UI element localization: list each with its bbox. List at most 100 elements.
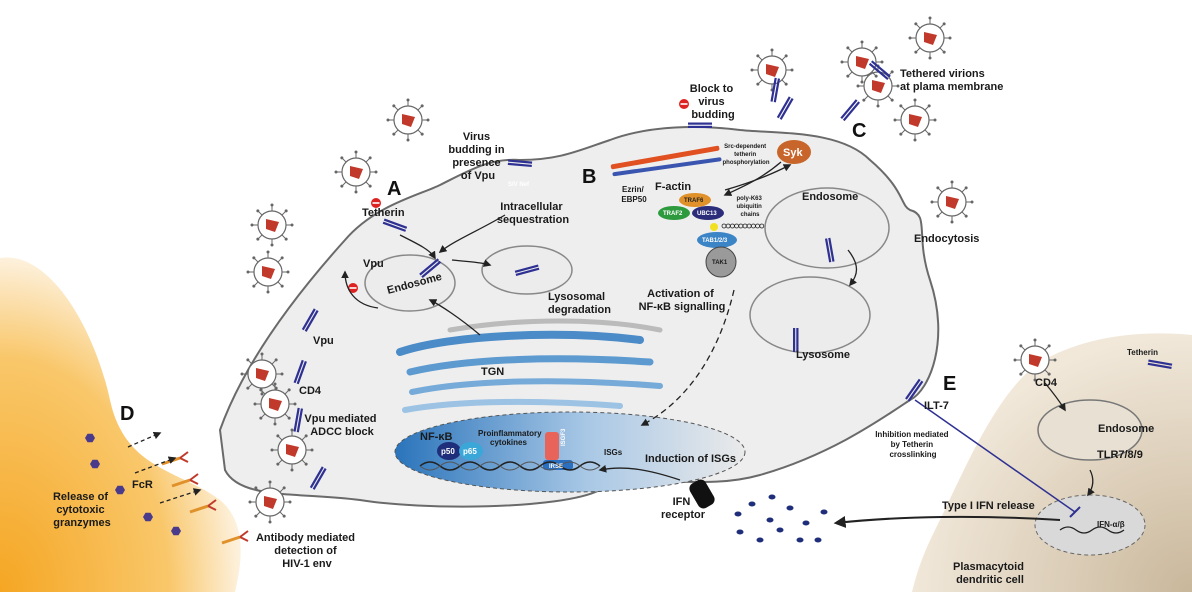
p65-node [459, 442, 483, 460]
lysosomal-vesicle [481, 245, 573, 295]
label-tethered-virions: Tethered virions at plama membrane [900, 68, 1003, 93]
label-type1-ifn: Type I IFN release [942, 500, 1035, 512]
label-tetherin-a: Tetherin [362, 207, 405, 219]
block-icon-a [348, 283, 358, 293]
tetherin-dimer [514, 264, 540, 277]
label-block-budding: Block to virus budding [690, 83, 736, 121]
panel-d: D [120, 403, 134, 425]
granzymes [85, 433, 181, 536]
tetherin-dimer [507, 159, 533, 168]
virion [750, 48, 794, 92]
lysosome [749, 276, 871, 354]
label-tetherin-pdc: Tetherin [1127, 348, 1158, 357]
label-ilt7: ILT-7 [924, 400, 949, 412]
tetherin-dimer [1147, 359, 1173, 370]
virion [250, 203, 294, 247]
label-tgn: TGN [481, 366, 504, 378]
label-vpu-adcc: Vpu mediated ADCC block [304, 413, 379, 438]
virion [246, 250, 290, 294]
virion [930, 180, 974, 224]
isgf3-node [545, 432, 559, 460]
label-vpu-a: Vpu [363, 258, 384, 270]
arrows [127, 161, 1095, 528]
label-src-dependent: Src-dependent tetherin phosphorylation [723, 144, 770, 166]
tetherin-dimer [905, 378, 924, 402]
tgn-stacks [396, 318, 663, 413]
endosome-pdc [1037, 399, 1143, 461]
traf6-node [679, 193, 711, 207]
virion [908, 16, 952, 60]
label-p65: p65 [463, 447, 477, 456]
label-activation-nfkb: Activation of NF-κB signalling [639, 288, 726, 313]
label-antibody-detection: Antibody mediated detection of HIV-1 env [256, 532, 358, 570]
label-intracellular-sequestration: Intracellular sequestration [497, 201, 569, 226]
virion [270, 428, 314, 472]
virion [253, 382, 297, 426]
label-proinflammatory: Proinflammatory cytokines [478, 429, 544, 447]
tak1-node [705, 246, 737, 278]
tetherin-dimer [309, 466, 327, 490]
label-fcr: FcR [132, 479, 153, 491]
f-actin-bar [612, 157, 722, 177]
panel-c: C [852, 120, 866, 142]
infected-cell-membrane [218, 126, 940, 508]
label-nfkb: NF-κB [420, 431, 452, 443]
ezrin-bar [610, 145, 720, 170]
tetherin-dimer [868, 60, 891, 81]
effector-cell [0, 257, 241, 592]
virion [893, 98, 937, 142]
virion [856, 64, 900, 108]
ubiquitin-chain [721, 223, 765, 229]
ubc13-node [692, 206, 724, 220]
ifn-receptor [689, 479, 715, 509]
label-ifn-receptor: IFN receptor [661, 496, 706, 521]
p50-node [437, 442, 461, 460]
label-ubc13: UBC13 [697, 211, 717, 217]
block-icon-c [371, 198, 381, 208]
tetherin-dimer [419, 258, 442, 279]
label-syk: Syk [783, 147, 803, 159]
tetherin-dimer [301, 308, 319, 332]
label-pdc: Plasmacytoid dendritic cell [953, 561, 1027, 586]
tetherin-dimer [824, 237, 835, 263]
panel-e: E [943, 373, 956, 395]
nucleus [394, 411, 746, 493]
pdc-dna [1059, 526, 1125, 534]
virion [334, 150, 378, 194]
label-tlr: TLR7/8/9 [1097, 449, 1143, 461]
fc-receptors [161, 451, 249, 545]
label-tab123: TAB1/2/3 [702, 238, 728, 244]
label-traf6: TRAF6 [684, 198, 704, 204]
panel-a: A [387, 178, 401, 200]
label-siv-nef: SIV Nef [508, 182, 530, 188]
dna-helix [419, 461, 601, 471]
label-endosome-pdc: Endosome [1098, 423, 1154, 435]
tetherin-dimer [293, 407, 304, 433]
label-ifn-ab: IFN-α/β [1097, 520, 1125, 529]
tetherin-dimer [293, 359, 307, 385]
label-release-granzymes: Release of cytotoxic granzymes [53, 491, 111, 529]
ifn-molecules [734, 494, 828, 543]
label-vpu-b: Vpu [313, 335, 334, 347]
label-inhibition-tetherin: Inhibition mediated by Tetherin crosslin… [875, 430, 951, 459]
label-ezrin: Ezrin/ EBP50 [621, 185, 647, 204]
panel-b: B [582, 166, 596, 188]
label-f-actin: F-actin [655, 181, 691, 193]
label-isgf3: ISGF3 [561, 428, 567, 446]
virion [240, 352, 284, 396]
virion [1013, 338, 1057, 382]
syk-node [777, 140, 811, 164]
tetherin-dimer [792, 328, 799, 352]
tab123-node [697, 232, 737, 248]
label-lysosomal-degradation: Lysosomal degradation [548, 291, 611, 316]
label-irse: IRSE [549, 464, 563, 470]
ilt7-inhibition-line [914, 399, 1076, 513]
tetherin-dimer [770, 77, 781, 103]
label-traf2: TRAF2 [663, 211, 683, 217]
tetherin-dimer [688, 122, 712, 128]
pdc-nucleus [1034, 494, 1146, 556]
tetherin-dimer [382, 218, 408, 232]
tetherin-dimer [840, 99, 861, 122]
virion [248, 480, 292, 524]
label-endocytosis: Endocytosis [914, 233, 979, 245]
